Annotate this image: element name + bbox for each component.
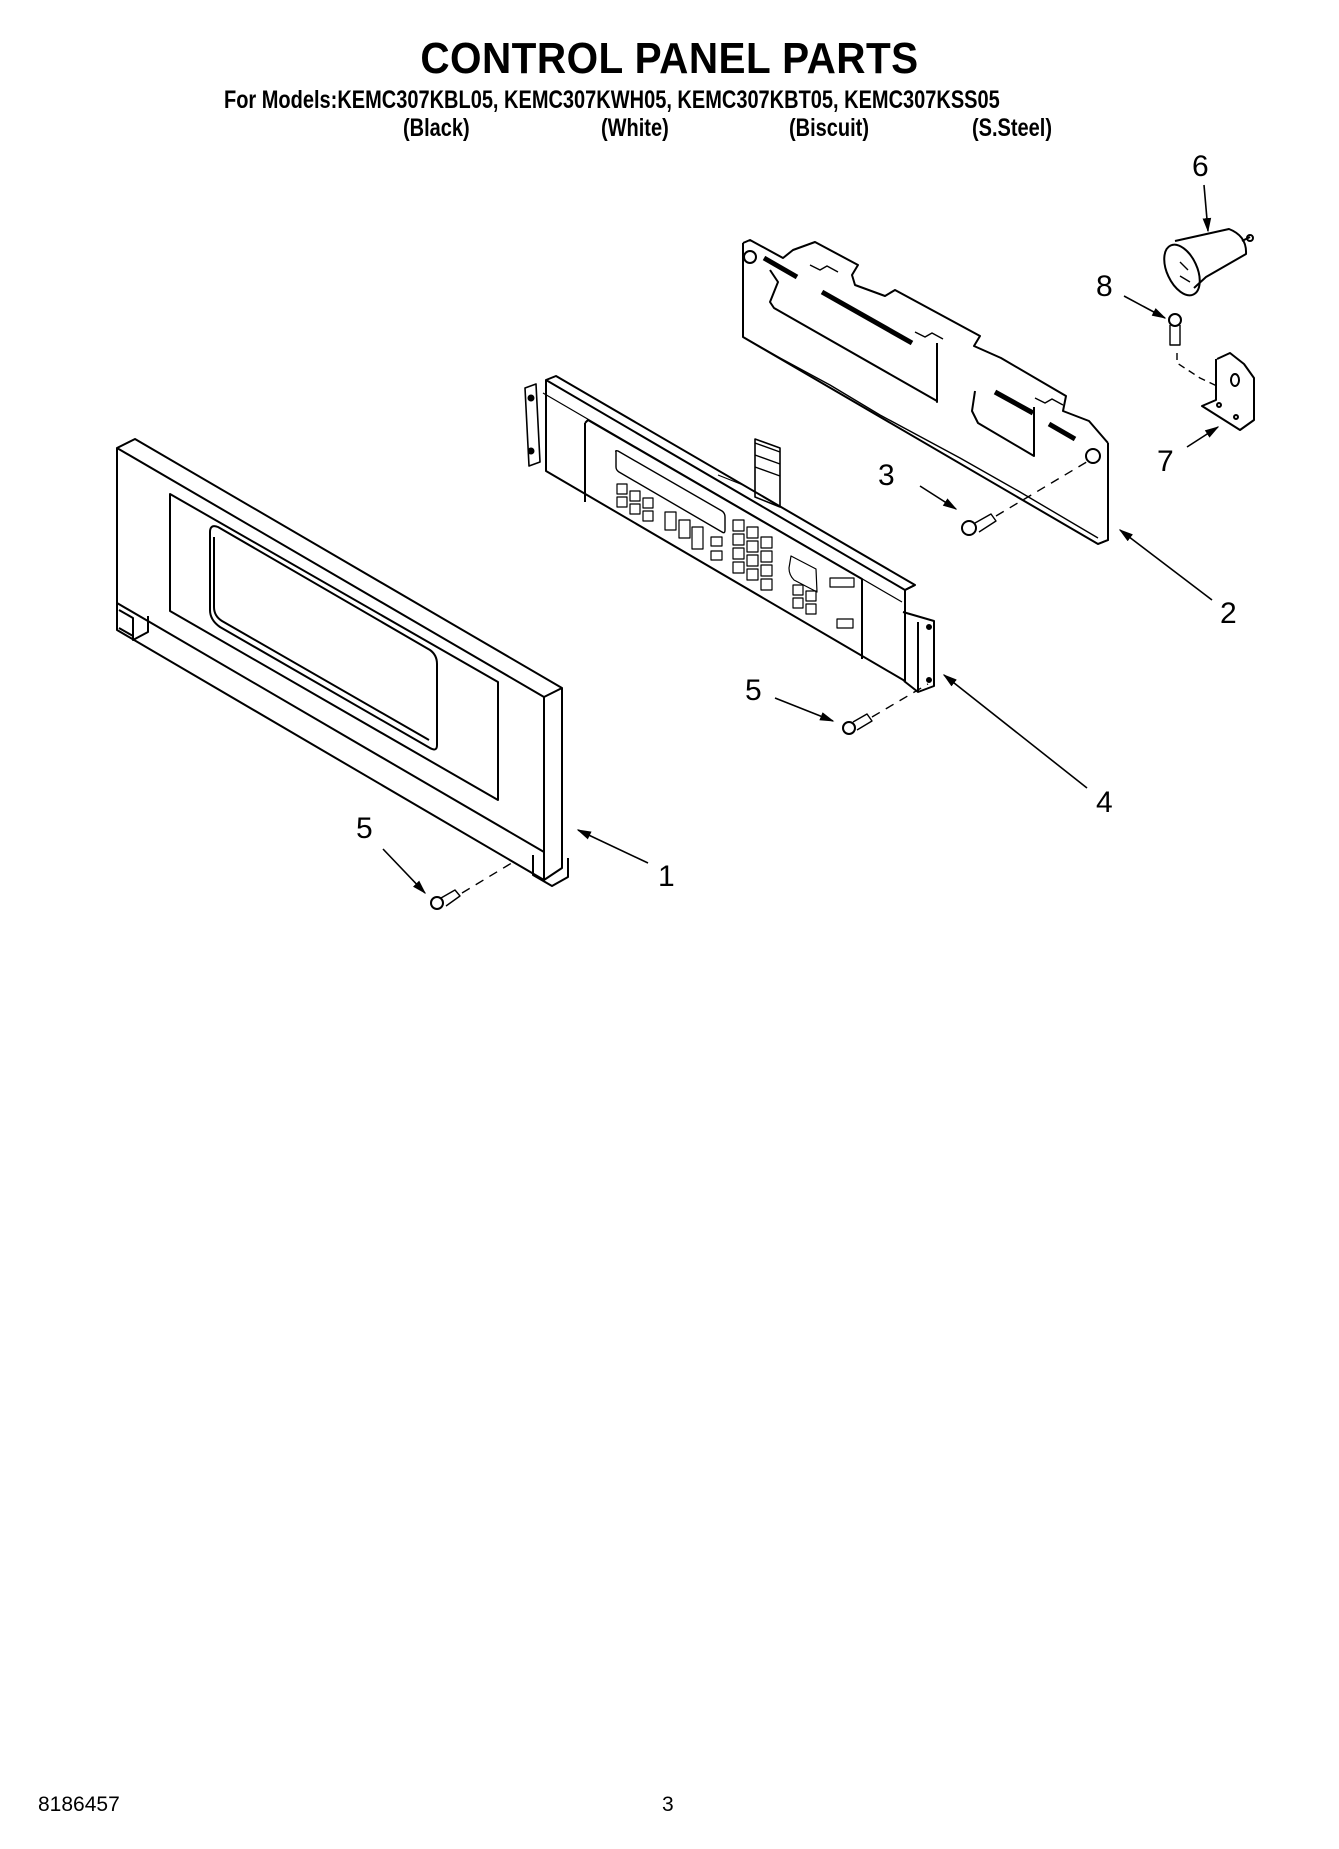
callout-1: 1 [658, 860, 675, 893]
model-list: For Models:KEMC307KBL05, KEMC307KWH05, K… [224, 86, 1000, 114]
color-label-white: (White) [601, 114, 669, 142]
leader-arrows [382, 184, 1220, 895]
callout-6: 6 [1192, 150, 1209, 183]
part-4-keypad-panel [524, 375, 935, 693]
callout-5-right: 5 [745, 674, 762, 707]
callout-5-left: 5 [356, 812, 373, 845]
part-1-trim-panel [116, 438, 569, 887]
callout-2: 2 [1220, 597, 1237, 630]
callout-8: 8 [1096, 270, 1113, 303]
part-7-bracket [1201, 352, 1255, 431]
part-8-screw [1168, 313, 1218, 387]
color-label-biscuit: (Biscuit) [789, 114, 869, 142]
page-title: CONTROL PANEL PARTS [420, 34, 919, 83]
part-5-screw-right [842, 683, 929, 735]
color-label-ssteel: (S.Steel) [972, 114, 1053, 142]
part-5-screw-left [430, 860, 516, 910]
callout-3: 3 [878, 459, 895, 492]
part-2-control-board [742, 239, 1109, 545]
part-6-relay [1163, 228, 1254, 297]
document-number: 8186457 [38, 1793, 120, 1816]
callout-7: 7 [1157, 445, 1174, 478]
callout-4: 4 [1096, 786, 1113, 819]
part-3-screw [961, 459, 1091, 536]
color-label-black: (Black) [403, 114, 470, 142]
page-number: 3 [662, 1793, 674, 1816]
